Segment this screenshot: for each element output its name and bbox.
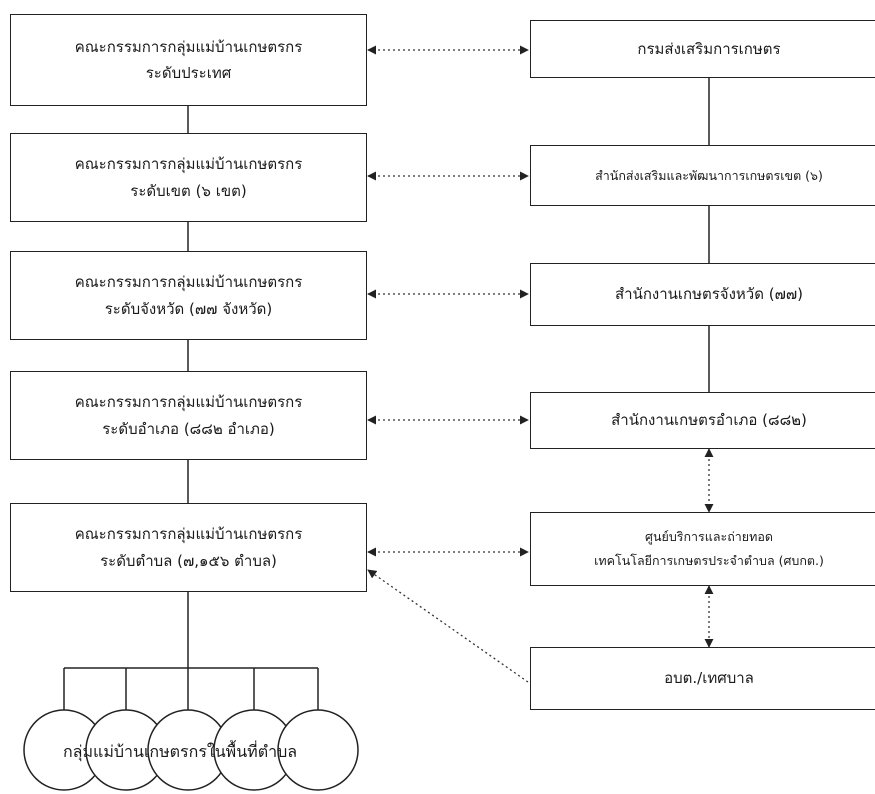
link-arrow-local-subdistrict <box>367 569 529 683</box>
regional-office-label: สำนักส่งเสริมและพัฒนาการเกษตรเขต (๖) <box>595 167 823 183</box>
committee-subdistrict-line1: คณะกรรมการกลุ่มแม่บ้านเกษตรกร <box>74 525 303 544</box>
service-center-line2: เทคโนโลยีการเกษตรประจำตำบล (ศบกต.) <box>594 553 824 568</box>
committee-province-line1: คณะกรรมการกลุ่มแม่บ้านเกษตรกร <box>74 273 303 292</box>
committee-national-line1: คณะกรรมการกลุ่มแม่บ้านเกษตรกร <box>74 37 303 56</box>
committee-national-line2: ระดับประเทศ <box>145 64 232 82</box>
provincial-office-box: สำนักงานเกษตรจังหวัด (๗๗) <box>530 263 875 326</box>
provincial-office-label: สำนักงานเกษตรจังหวัด (๗๗) <box>614 285 803 304</box>
committee-region-line2: ระดับเขต (๖ เขต) <box>130 181 247 200</box>
committee-district-box: คณะกรรมการกลุ่มแม่บ้านเกษตรกร ระดับอำเภอ… <box>10 371 367 460</box>
committee-province-box: คณะกรรมการกลุ่มแม่บ้านเกษตรกร ระดับจังหว… <box>10 251 367 340</box>
agri-department-box: กรมส่งเสริมการเกษตร <box>530 20 875 78</box>
group-circle-5 <box>277 709 359 791</box>
committee-national-box: คณะกรรมการกลุ่มแม่บ้านเกษตรกร ระดับประเท… <box>10 14 367 106</box>
committee-district-line2: ระดับอำเภอ (๘๘๒ อำเภอ) <box>102 419 275 438</box>
housewives-group-label: กลุ่มแม่บ้านเกษตรกรในพื้นที่ตำบล <box>62 742 298 761</box>
service-center-box: ศูนย์บริการและถ่ายทอด เทคโนโลยีการเกษตรป… <box>530 512 875 586</box>
committee-subdistrict-box: คณะกรรมการกลุ่มแม่บ้านเกษตรกร ระดับตำบล … <box>10 503 367 592</box>
agri-department-label: กรมส่งเสริมการเกษตร <box>637 39 781 58</box>
local-government-box: อบต./เทศบาล <box>530 647 875 710</box>
committee-region-line1: คณะกรรมการกลุ่มแม่บ้านเกษตรกร <box>74 155 303 174</box>
committee-region-box: คณะกรรมการกลุ่มแม่บ้านเกษตรกร ระดับเขต (… <box>10 133 367 222</box>
committee-subdistrict-line2: ระดับตำบล (๗,๑๕๖ ตำบล) <box>100 551 277 570</box>
local-government-label: อบต./เทศบาล <box>664 669 754 688</box>
committee-district-line1: คณะกรรมการกลุ่มแม่บ้านเกษตรกร <box>74 393 303 412</box>
regional-office-box: สำนักส่งเสริมและพัฒนาการเกษตรเขต (๖) <box>530 145 875 206</box>
district-office-box: สำนักงานเกษตรอำเภอ (๘๘๒) <box>530 392 875 449</box>
district-office-label: สำนักงานเกษตรอำเภอ (๘๘๒) <box>611 411 807 430</box>
committee-province-line2: ระดับจังหวัด (๗๗ จังหวัด) <box>104 299 273 318</box>
service-center-line1: ศูนย์บริการและถ่ายทอด <box>645 529 773 545</box>
